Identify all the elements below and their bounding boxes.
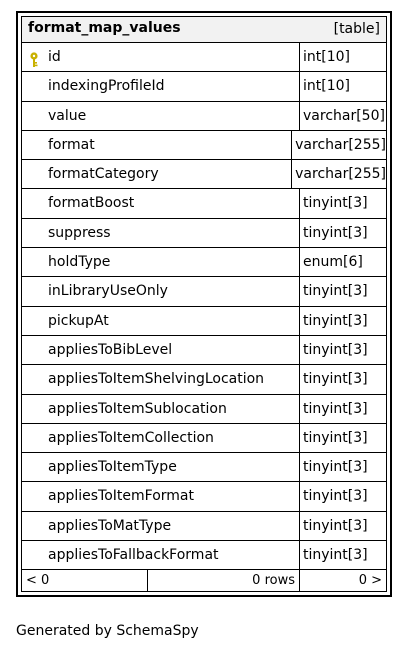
column-name-cell: appliesToItemCollection [22,423,300,453]
column-name: formatCategory [48,166,159,183]
column-name-cell: appliesToItemType [22,453,300,482]
table-row: pickupAt tinyint[3] [22,306,386,336]
column-type: tinyint[3] [303,195,368,212]
column-type: varchar[50] [303,107,385,124]
column-name: id [48,49,61,65]
table-row: appliesToItemFormat tinyint[3] [22,482,386,512]
column-type: tinyint[3] [303,547,368,564]
row-count: 0 rows [148,570,300,592]
column-type: tinyint[3] [303,312,368,329]
table-header: format_map_values [table] [22,17,386,43]
table-name: format_map_values [28,20,181,36]
column-name-cell: inLibraryUseOnly [22,277,300,306]
column-type: tinyint[3] [303,459,368,476]
column-name: appliesToItemCollection [48,429,214,446]
column-name: suppress [48,224,111,241]
table-row: appliesToFallbackFormat tinyint[3] [22,541,386,571]
column-name: format [48,136,95,153]
column-type: varchar[255] [295,136,386,153]
table-row: suppress tinyint[3] [22,218,386,249]
table-row: appliesToItemType tinyint[3] [22,453,386,483]
column-name: pickupAt [48,312,109,329]
key-icon [29,50,39,67]
column-name-cell: pickupAt [22,306,300,335]
column-name: appliesToBibLevel [48,341,173,358]
table-row: format varchar[255] [22,130,386,161]
table-row: value varchar[50] [22,101,386,131]
column-type: varchar[255] [295,166,386,183]
table-row: formatBoost tinyint[3] [22,189,386,219]
table-row: appliesToMatType tinyint[3] [22,511,386,542]
table-kind: [table] [333,21,380,37]
column-type: enum[6] [303,254,363,271]
table-footer: < 0 0 rows 0 > [22,570,386,592]
column-type: tinyint[3] [303,224,368,241]
column-name-cell: appliesToItemSublocation [22,394,300,423]
column-name: value [48,107,87,124]
column-type: tinyint[3] [303,283,368,300]
column-name: appliesToItemShelvingLocation [48,371,265,388]
column-name: appliesToMatType [48,517,172,534]
column-name: appliesToItemFormat [48,488,194,505]
column-name-cell: holdType [22,248,300,277]
table-row: appliesToItemCollection tinyint[3] [22,423,386,454]
column-type: tinyint[3] [303,488,368,505]
table-row: indexingProfileId int[10] [22,72,386,102]
column-name-cell: appliesToMatType [22,511,300,541]
column-name: indexingProfileId [48,78,165,95]
generated-by-label: Generated by SchemaSpy [16,623,199,639]
column-name-cell: formatBoost [22,189,300,218]
column-name-cell: suppress [22,218,300,248]
column-type: int[10] [303,49,350,65]
column-name: appliesToFallbackFormat [48,547,219,564]
column-name: inLibraryUseOnly [48,283,168,300]
table-row: holdType enum[6] [22,248,386,278]
column-name-cell: indexingProfileId [22,72,300,101]
children-count: 0 > [358,573,382,589]
table-row: formatCategory varchar[255] [22,160,386,190]
column-type: tinyint[3] [303,429,368,446]
parents-count: < 0 [22,570,148,592]
column-type: tinyint[3] [303,400,368,417]
column-name: appliesToItemSublocation [48,400,227,417]
column-type: tinyint[3] [303,371,368,388]
column-name-cell: appliesToBibLevel [22,335,300,365]
column-name: appliesToItemType [48,459,177,476]
column-name-cell: formatCategory [22,160,293,189]
table-row: appliesToItemShelvingLocation tinyint[3] [22,365,386,395]
table-row: appliesToBibLevel tinyint[3] [22,335,386,366]
column-name-cell: appliesToItemShelvingLocation [22,365,300,394]
column-name-cell: value [22,101,300,130]
column-type: tinyint[3] [303,341,368,358]
column-name-cell: id [22,43,300,72]
column-name-cell: format [22,130,293,160]
table-row: appliesToItemSublocation tinyint[3] [22,394,386,424]
table-row: id int[10] [22,43,386,73]
column-name: formatBoost [48,195,135,212]
column-name: holdType [48,254,111,271]
column-name-cell: appliesToFallbackFormat [22,541,300,570]
column-type: tinyint[3] [303,517,368,534]
column-name-cell: appliesToItemFormat [22,482,300,511]
column-type: int[10] [303,78,350,95]
table-row: inLibraryUseOnly tinyint[3] [22,277,386,307]
